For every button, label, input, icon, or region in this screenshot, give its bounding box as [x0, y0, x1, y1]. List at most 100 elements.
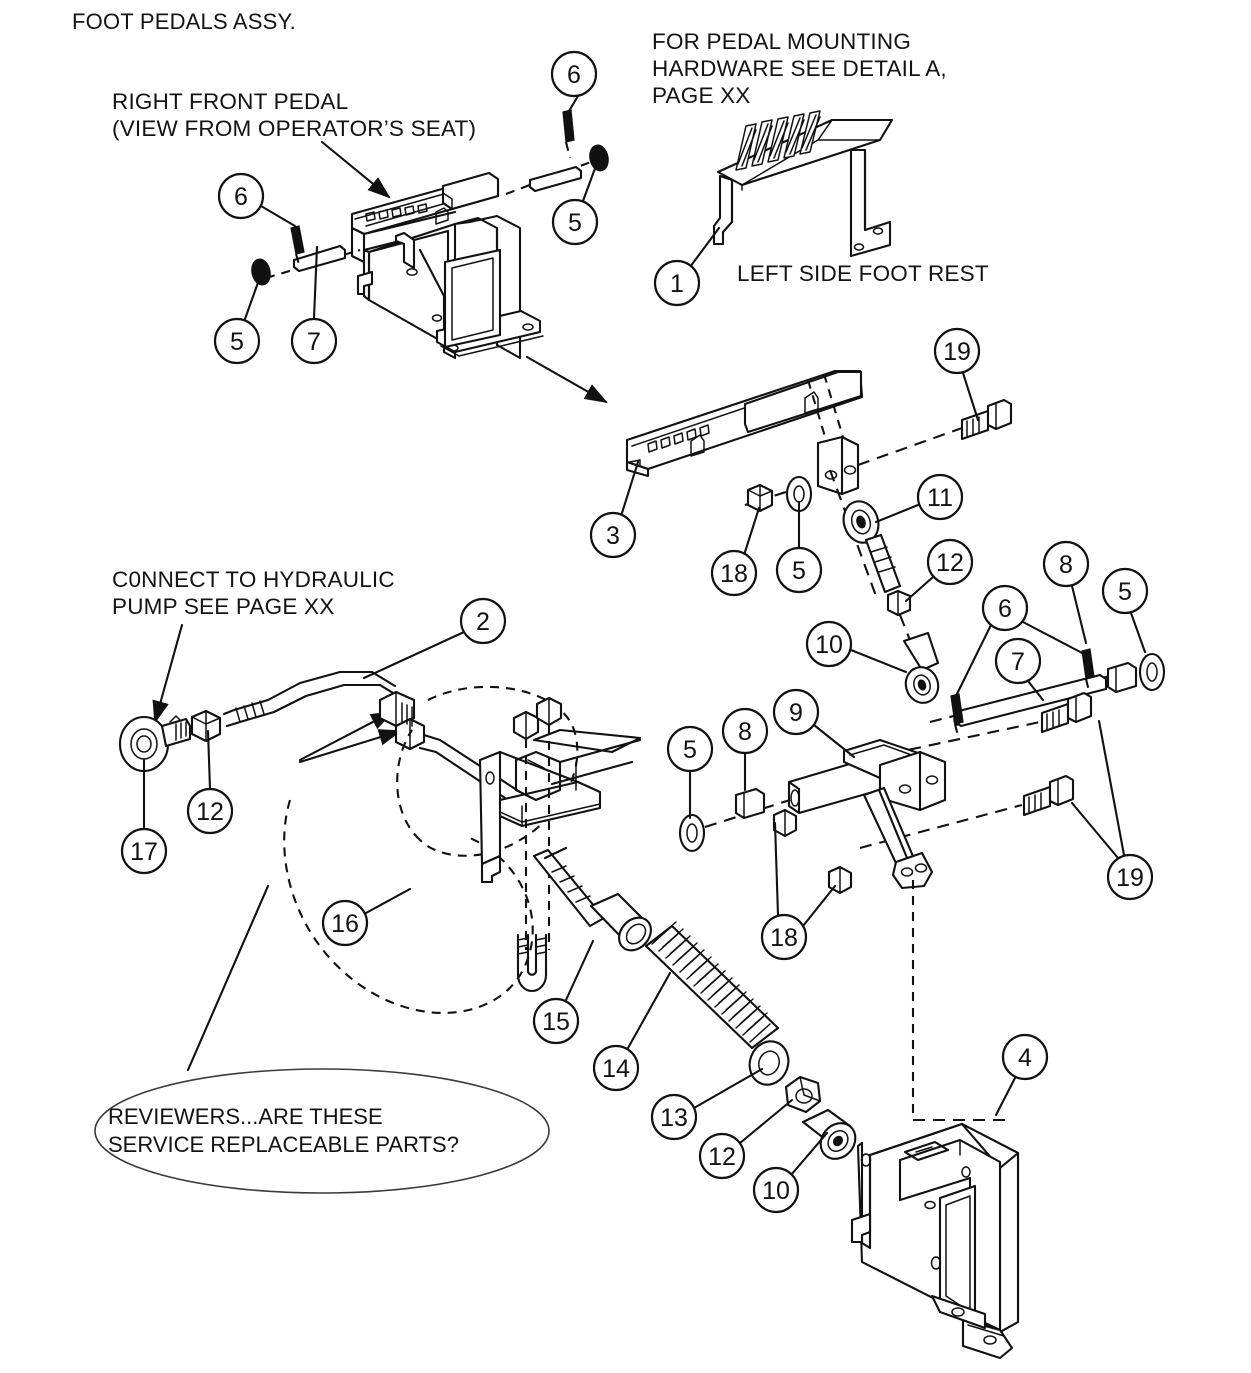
callout-6[interactable]	[1021, 620, 1088, 657]
callout-7[interactable]: 7	[290, 245, 338, 365]
callout-circle[interactable]	[772, 688, 820, 736]
callout-circle[interactable]	[981, 584, 1029, 632]
callout-16[interactable]: 16	[321, 887, 412, 947]
callout-circle[interactable]	[120, 827, 168, 875]
callout-10[interactable]: 10	[752, 1131, 829, 1214]
part-14-spring	[644, 921, 780, 1050]
callout-circle[interactable]	[217, 172, 265, 220]
callout-6[interactable]: 6	[951, 584, 1029, 704]
note-leader-arrows	[152, 140, 608, 764]
callout-circle[interactable]	[592, 1044, 640, 1092]
note-line: PAGE XX	[652, 83, 751, 108]
callout-number: 11	[927, 484, 953, 512]
callout-leader-line	[312, 245, 319, 320]
callout-11[interactable]: 11	[874, 473, 964, 524]
callout-leader-line	[1097, 719, 1126, 857]
callout-circle[interactable]	[698, 1132, 746, 1180]
callout-circle[interactable]	[721, 707, 769, 755]
callout-circle[interactable]	[916, 473, 964, 521]
bubble-line: SERVICE REPLACEABLE PARTS?	[108, 1132, 459, 1157]
callout-1[interactable]: 1	[653, 226, 721, 307]
callout-5[interactable]: 5	[213, 275, 262, 365]
callout-14[interactable]: 14	[592, 971, 672, 1092]
callout-13[interactable]: 13	[650, 1067, 764, 1141]
callout-18[interactable]: 18	[710, 506, 761, 597]
callout-19[interactable]	[1070, 801, 1120, 860]
callout-number: 12	[708, 1143, 736, 1171]
callout-8[interactable]: 8	[721, 707, 769, 792]
callout-number: 10	[762, 1177, 790, 1205]
callout-12[interactable]: 12	[186, 729, 234, 835]
callout-2[interactable]: 2	[362, 597, 507, 680]
callout-circle[interactable]	[926, 538, 974, 586]
callout-circle[interactable]	[666, 725, 714, 773]
callout-9[interactable]: 9	[772, 688, 856, 759]
part-11-rod-end	[829, 469, 902, 597]
callout-circle[interactable]	[760, 913, 808, 961]
callout-leader-line	[789, 1131, 829, 1177]
callout-number: 18	[720, 560, 748, 588]
callout-circle[interactable]	[710, 549, 758, 597]
part-4-bracket	[850, 1122, 1020, 1360]
callout-circle[interactable]	[551, 198, 599, 246]
callout-12[interactable]: 12	[698, 1098, 794, 1180]
callout-17[interactable]: 17	[120, 758, 168, 875]
part-right-front-pedal-assembly	[350, 171, 544, 360]
callout-leader-line	[994, 1076, 1017, 1117]
callout-5[interactable]: 5	[551, 161, 599, 246]
callout-circle[interactable]	[994, 637, 1042, 685]
callout-19[interactable]: 19	[1097, 719, 1154, 901]
callout-circle[interactable]	[1001, 1033, 1049, 1081]
callout-8[interactable]: 8	[1042, 540, 1090, 645]
callout-circle[interactable]	[650, 1093, 698, 1141]
callout-18[interactable]: 18	[760, 821, 808, 961]
part-pivot-shaft-right	[505, 109, 609, 195]
callout-number: 15	[542, 1008, 570, 1036]
callout-number: 6	[567, 61, 581, 89]
part-9-tube-and-bellcrank	[787, 738, 1005, 1122]
callout-number: 8	[1059, 551, 1073, 579]
callout-circle[interactable]	[321, 899, 369, 947]
callout-leader-line	[564, 939, 595, 1002]
callout-10[interactable]: 10	[805, 620, 908, 674]
callout-5[interactable]: 5	[775, 500, 823, 594]
callout-circle[interactable]	[1101, 567, 1149, 615]
callout-6[interactable]: 6	[217, 172, 297, 228]
callout-circle[interactable]	[459, 597, 507, 645]
note-line: LEFT SIDE FOOT REST	[737, 261, 989, 286]
callout-circle[interactable]	[1042, 540, 1090, 588]
callout-number: 6	[234, 183, 248, 211]
callout-19[interactable]: 19	[933, 327, 981, 422]
part-5-washer-right	[1138, 652, 1166, 692]
callout-circle[interactable]	[752, 1166, 800, 1214]
callout-number: 16	[331, 910, 359, 938]
callout-5[interactable]: 5	[666, 725, 714, 820]
part-8-spacer-right	[1106, 661, 1138, 694]
callout-leader-line	[801, 884, 837, 928]
callout-circle[interactable]	[933, 327, 981, 375]
callout-circle[interactable]	[805, 620, 853, 668]
drawing-title: FOOT PEDALS ASSY.	[72, 9, 296, 34]
callout-circle[interactable]	[1106, 853, 1154, 901]
note-right-front-pedal: RIGHT FRONT PEDAL(VIEW FROM OPERATOR’S S…	[112, 88, 476, 142]
callout-18[interactable]	[801, 884, 837, 928]
callout-6[interactable]: 6	[550, 50, 598, 118]
callout-circle[interactable]	[186, 787, 234, 835]
callout-circle[interactable]	[290, 317, 338, 365]
callout-7[interactable]: 7	[994, 637, 1045, 702]
callout-number: 3	[606, 522, 620, 550]
callout-5[interactable]: 5	[1101, 567, 1149, 654]
callout-3[interactable]: 3	[589, 460, 640, 559]
callout-circle[interactable]	[550, 50, 598, 98]
callout-circle[interactable]	[213, 317, 261, 365]
callout-circle[interactable]	[532, 997, 580, 1045]
callout-circle[interactable]	[589, 511, 637, 559]
callout-leader-line	[364, 887, 412, 915]
callout-circle[interactable]	[775, 546, 823, 594]
callout-4[interactable]: 4	[994, 1033, 1049, 1117]
callout-circle[interactable]	[653, 259, 701, 307]
callout-15[interactable]: 15	[532, 939, 595, 1045]
callout-12[interactable]: 12	[904, 538, 974, 603]
callout-leader-line	[564, 94, 580, 118]
